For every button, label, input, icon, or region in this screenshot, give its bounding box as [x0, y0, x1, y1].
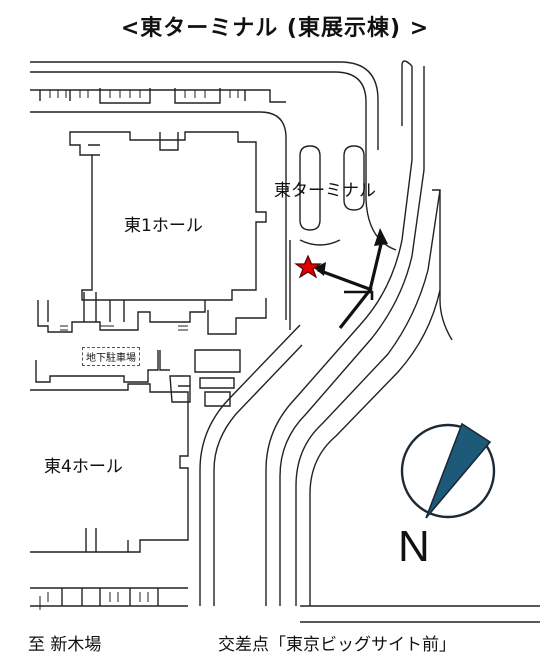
parking-strip-bottom [30, 587, 188, 607]
north-label: N [398, 522, 430, 571]
hall-4-label: 東4ホール [44, 457, 123, 477]
route-arrow-left [317, 268, 373, 292]
road-curve-1 [199, 324, 301, 606]
annex-building [37, 300, 206, 333]
road-curve-2 [213, 344, 303, 606]
hall-1-building [69, 131, 267, 301]
road-curve-3 [265, 66, 413, 606]
parking-strip-top [39, 88, 246, 104]
road-top-inner [30, 71, 367, 150]
hall-4-building [30, 383, 189, 553]
road-top-outer [30, 61, 379, 150]
map-title: <東ターミナル (東展示棟) > [120, 16, 430, 41]
intersection-label: 交差点「東京ビッグサイト前」 [218, 635, 456, 655]
road-curve-4 [279, 66, 425, 606]
arrow-head-left [314, 262, 326, 276]
road-top-3 [30, 111, 287, 320]
star-icon [294, 254, 322, 279]
road-curve-6 [309, 289, 441, 606]
hall-1-label: 東1ホール [124, 216, 203, 236]
bus-bay-1 [299, 145, 321, 231]
route-arrow-up [338, 239, 384, 329]
compass-needle [425, 422, 492, 519]
east-terminal-label: 東ターミナル [274, 181, 376, 201]
road-top-2 [30, 89, 286, 103]
road-curve-5 [295, 189, 441, 606]
bus-bay-2 [343, 145, 365, 211]
underground-parking-label: 地下駐車場 [82, 347, 140, 366]
middle-block [35, 350, 159, 383]
compass-icon [400, 422, 496, 519]
arrow-head-up [374, 228, 388, 246]
route-arrow-secondary [344, 290, 374, 300]
to-shinkiba-label: 至 新木場 [28, 635, 102, 655]
